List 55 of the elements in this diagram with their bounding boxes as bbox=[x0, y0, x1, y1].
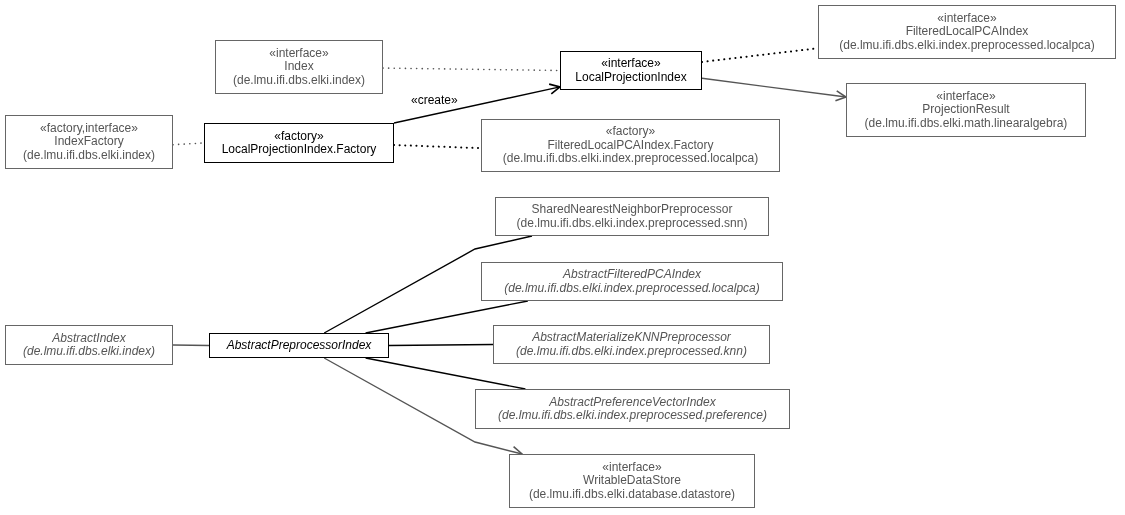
class-box bbox=[818, 5, 1116, 59]
class-label: «interface» bbox=[936, 89, 996, 104]
arrow bbox=[701, 77, 847, 102]
class-label: «interface» bbox=[269, 46, 329, 61]
connector-line bbox=[323, 235, 533, 334]
class-label: (de.lmu.ifi.dbs.elki.index.preprocessed.snn) bbox=[516, 216, 748, 230]
class-label: «factory» bbox=[274, 129, 324, 143]
class-box bbox=[475, 389, 790, 429]
class-label: AbstractPreprocessorIndex bbox=[226, 338, 372, 353]
class-box bbox=[495, 197, 769, 236]
connector-line bbox=[364, 357, 527, 390]
class-label: (de.lmu.ifi.dbs.elki.database.datastore) bbox=[528, 487, 736, 502]
class-label: (de.lmu.ifi.dbs.elki.index) bbox=[22, 148, 156, 163]
class-box bbox=[215, 40, 383, 94]
class-label: (de.lmu.ifi.dbs.elki.index) bbox=[232, 73, 366, 88]
class-label: AbstractPreferenceVectorIndex bbox=[549, 395, 716, 409]
connector-line bbox=[388, 343, 494, 347]
class-label: (de.lmu.ifi.dbs.elki.index.preprocessed.knn) bbox=[516, 344, 747, 358]
class-label: SharedNearestNeighborPreprocessor bbox=[531, 203, 733, 217]
class-box bbox=[846, 83, 1086, 137]
class-label: WritableDataStore bbox=[583, 474, 681, 488]
arrow bbox=[393, 83, 561, 124]
class-label: LocalProjectionIndex.Factory bbox=[221, 143, 377, 157]
class-box bbox=[481, 262, 783, 301]
class-box bbox=[481, 119, 780, 172]
class-label: LocalProjectionIndex bbox=[575, 70, 687, 84]
class-label: (de.lmu.ifi.dbs.elki.index.preprocessed.localpca) bbox=[839, 38, 1095, 53]
class-label: FilteredLocalPCAIndex.Factory bbox=[547, 138, 714, 153]
class-label: ProjectionResult bbox=[922, 103, 1010, 117]
class-label: (de.lmu.ifi.dbs.elki.math.linearalgebra) bbox=[864, 116, 1068, 131]
class-box bbox=[5, 115, 173, 169]
class-label: «interface» bbox=[937, 11, 997, 26]
class-label: AbstractMaterializeKNNPreprocessor bbox=[532, 331, 731, 345]
class-label: «factory» bbox=[605, 125, 656, 139]
class-label: «interface» bbox=[601, 57, 661, 71]
class-label: AbstractFilteredPCAIndex bbox=[562, 268, 702, 282]
class-label: (de.lmu.ifi.dbs.elki.index.preprocessed.localpca) bbox=[504, 281, 760, 295]
class-label: IndexFactory bbox=[54, 135, 124, 149]
class-box bbox=[204, 123, 394, 163]
class-label: (de.lmu.ifi.dbs.elki.index.preprocessed.preference) bbox=[498, 409, 767, 423]
class-box bbox=[5, 325, 173, 365]
class-label: (de.lmu.ifi.dbs.elki.index.preprocessed.localpca) bbox=[502, 152, 759, 166]
edge-label: «create» bbox=[410, 94, 459, 107]
class-box bbox=[509, 454, 755, 508]
class-box bbox=[560, 51, 702, 90]
class-label: «factory,interface» bbox=[40, 121, 138, 136]
class-box bbox=[209, 333, 389, 358]
class-label: (de.lmu.ifi.dbs.elki.index) bbox=[22, 345, 156, 359]
class-label: Index bbox=[284, 60, 314, 74]
connector-line bbox=[172, 344, 210, 347]
class-box bbox=[493, 325, 770, 364]
class-label: «interface» bbox=[602, 460, 662, 475]
class-label: AbstractIndex bbox=[52, 331, 126, 345]
class-label: FilteredLocalPCAIndex bbox=[905, 25, 1029, 39]
connector-line bbox=[364, 300, 529, 334]
